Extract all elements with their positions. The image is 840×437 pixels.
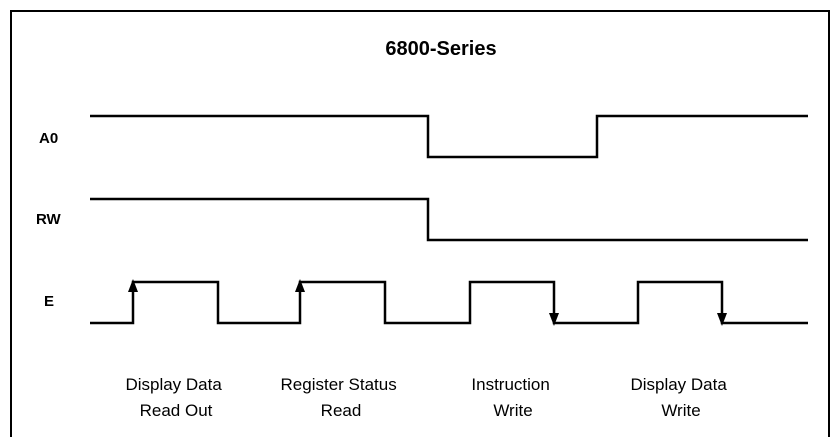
phase-label-instruction-write: Instruction Write — [471, 375, 554, 420]
phase-label-display-data-write: Display Data Write — [630, 375, 731, 420]
signal-label-e: E — [44, 293, 54, 310]
waveform-e — [90, 280, 808, 325]
signal-label-a0: A0 — [39, 130, 58, 147]
signal-label-rw: RW — [36, 211, 62, 228]
falling-edge-arrow-1 — [549, 313, 559, 326]
rising-edge-arrow-2 — [295, 279, 305, 292]
phase-label-register-status-read: Register Status Read — [281, 375, 402, 420]
waveform-rw — [90, 197, 808, 242]
waveform-a0 — [90, 114, 808, 159]
diagram-title: 6800-Series — [385, 38, 496, 60]
rising-edge-arrow-1 — [128, 279, 138, 292]
falling-edge-arrow-2 — [717, 313, 727, 326]
diagram-border — [10, 10, 830, 437]
phase-label-display-data-read-out: Display Data Read Out — [125, 375, 226, 420]
